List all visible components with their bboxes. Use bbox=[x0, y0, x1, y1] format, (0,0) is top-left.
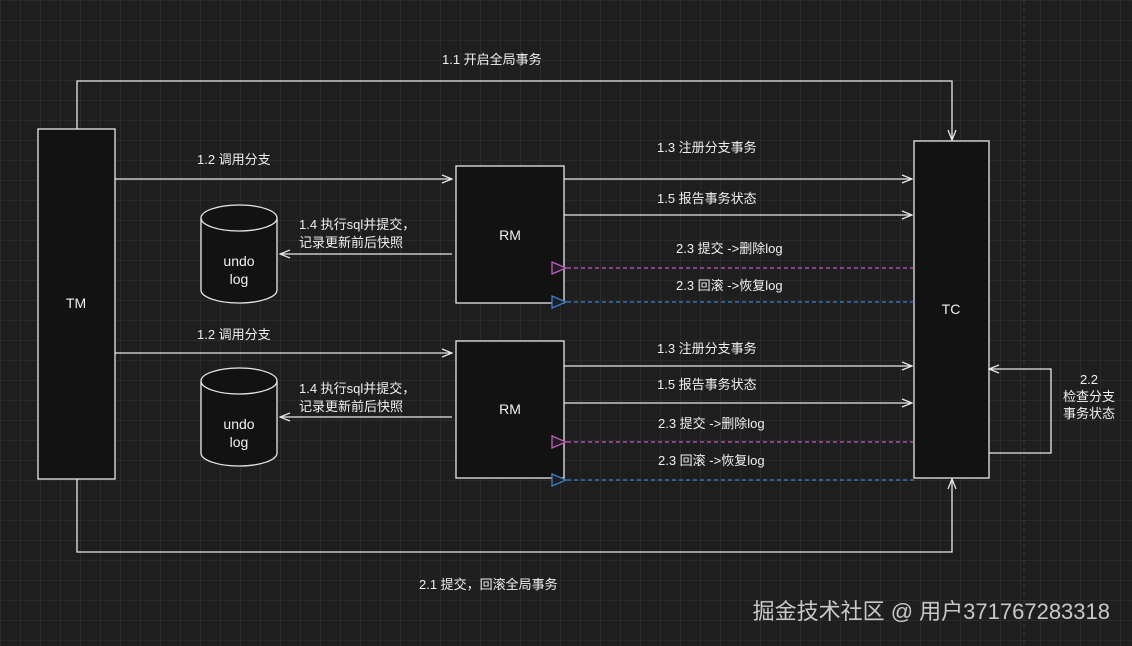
edge-label-rollback-restore-top: 2.3 回滚 ->恢复log bbox=[676, 278, 783, 293]
edge-label-report-status-top: 1.5 报告事务状态 bbox=[657, 191, 757, 206]
tm-label: TM bbox=[66, 295, 86, 311]
edge-label-exec-sql-top-1: 1.4 执行sql并提交， bbox=[299, 217, 415, 232]
undo-log-top-label-2: log bbox=[230, 271, 249, 287]
rm-label-bottom: RM bbox=[499, 401, 521, 417]
edge-label-register-branch-top: 1.3 注册分支事务 bbox=[657, 140, 757, 155]
tc-node[interactable] bbox=[913, 140, 990, 479]
edge-label-commit-delete-bottom: 2.3 提交 ->删除log bbox=[658, 416, 765, 431]
edge-label-exec-sql-bottom-1: 1.4 执行sql并提交， bbox=[299, 381, 415, 396]
rm-node-bottom[interactable] bbox=[455, 340, 565, 479]
edge-label-open-global-tx: 1.1 开启全局事务 bbox=[442, 52, 542, 67]
rm-label-top: RM bbox=[499, 227, 521, 243]
undo-log-bottom-label-2: log bbox=[230, 434, 249, 450]
undo-log-bottom-label-1: undo bbox=[223, 416, 254, 432]
edge-label-rollback-restore-bottom: 2.3 回滚 ->恢复log bbox=[658, 453, 765, 468]
edge-label-check-2-2: 2.2 bbox=[1080, 372, 1098, 387]
watermark: 掘金技术社区 @ 用户371767283318 bbox=[753, 599, 1110, 624]
edge-label-report-status-bottom: 1.5 报告事务状态 bbox=[657, 377, 757, 392]
edge-label-exec-sql-top-2: 记录更新前后快照 bbox=[299, 235, 403, 250]
undo-log-top[interactable] bbox=[200, 204, 278, 304]
edge-label-check-branch: 检查分支 bbox=[1063, 389, 1115, 404]
tm-node[interactable] bbox=[37, 128, 116, 480]
edge-label-commit-delete-top: 2.3 提交 ->删除log bbox=[676, 241, 783, 256]
edge-label-commit-rollback-global: 2.1 提交，回滚全局事务 bbox=[419, 577, 558, 592]
edge-open-global-tx bbox=[76, 80, 952, 140]
edge-label-call-branch-bottom: 1.2 调用分支 bbox=[197, 327, 271, 342]
undo-log-bottom[interactable] bbox=[200, 367, 278, 467]
tc-label: TC bbox=[942, 301, 961, 317]
edge-label-check-status: 事务状态 bbox=[1063, 406, 1115, 421]
edge-label-register-branch-bottom: 1.3 注册分支事务 bbox=[657, 341, 757, 356]
edge-commit-rollback-global bbox=[76, 479, 952, 553]
edge-check-branch-status bbox=[989, 369, 1052, 454]
rm-node-top[interactable] bbox=[455, 165, 565, 304]
edge-label-call-branch-top: 1.2 调用分支 bbox=[197, 152, 271, 167]
undo-log-top-label-1: undo bbox=[223, 253, 254, 269]
edge-label-exec-sql-bottom-2: 记录更新前后快照 bbox=[299, 399, 403, 414]
